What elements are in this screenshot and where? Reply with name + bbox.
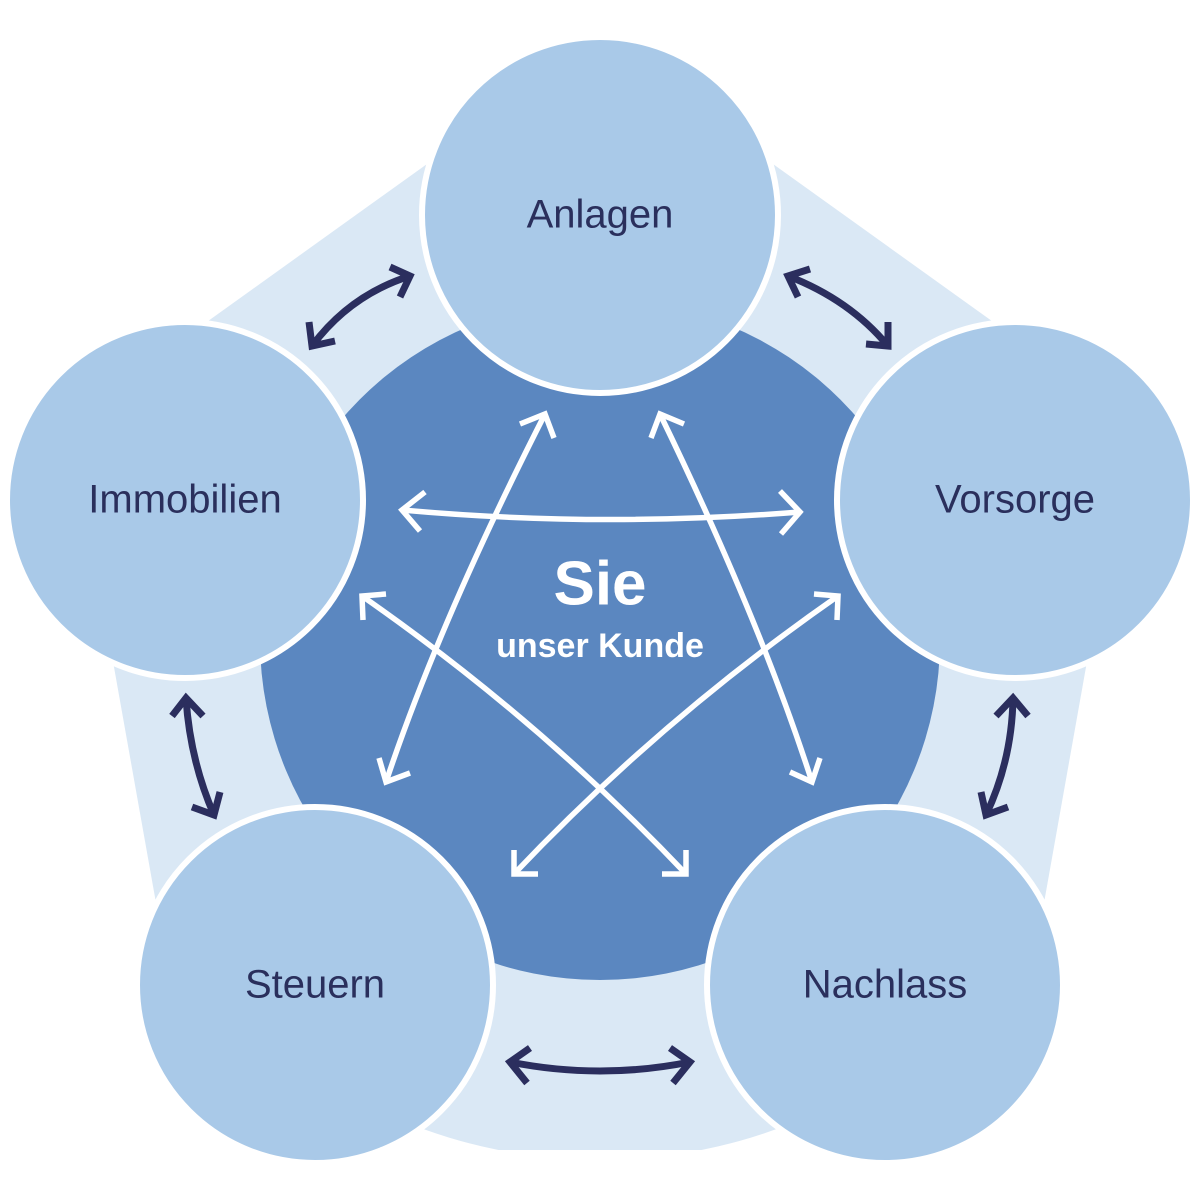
node-vorsorge: Vorsorge [834, 319, 1196, 681]
node-label-vorsorge: Vorsorge [935, 478, 1095, 522]
arrow-nachlass-steuern [504, 1045, 696, 1086]
node-anlagen: Anlagen [419, 34, 781, 396]
arrow-steuern-immobilien [169, 692, 224, 820]
arrow-vorsorge-steuern [511, 591, 841, 877]
arrow-anlagen-vorsorge [783, 265, 892, 350]
center-subtitle: unser Kunde [496, 627, 704, 665]
inner-arrows [359, 410, 841, 877]
outer-arrows [169, 263, 1031, 1086]
center-circle [260, 300, 940, 980]
arrow-vorsorge-nachlass [977, 692, 1031, 820]
node-steuern: Steuern [134, 804, 496, 1166]
node-label-steuern: Steuern [245, 963, 385, 1007]
node-label-immobilien: Immobilien [88, 478, 281, 522]
node-immobilien: Immobilien [4, 319, 366, 681]
node-nachlass: Nachlass [704, 804, 1066, 1166]
arrow-immobilien-anlagen [305, 263, 415, 351]
arrow-immobilien-vorsorge [398, 489, 804, 536]
arrow-anlagen-steuern [376, 410, 557, 786]
center-title: Sie [553, 549, 646, 618]
arrow-anlagen-nachlass [648, 410, 823, 786]
node-label-nachlass: Nachlass [803, 963, 968, 1007]
arrow-immobilien-nachlass [359, 591, 689, 877]
node-label-anlagen: Anlagen [527, 193, 674, 237]
